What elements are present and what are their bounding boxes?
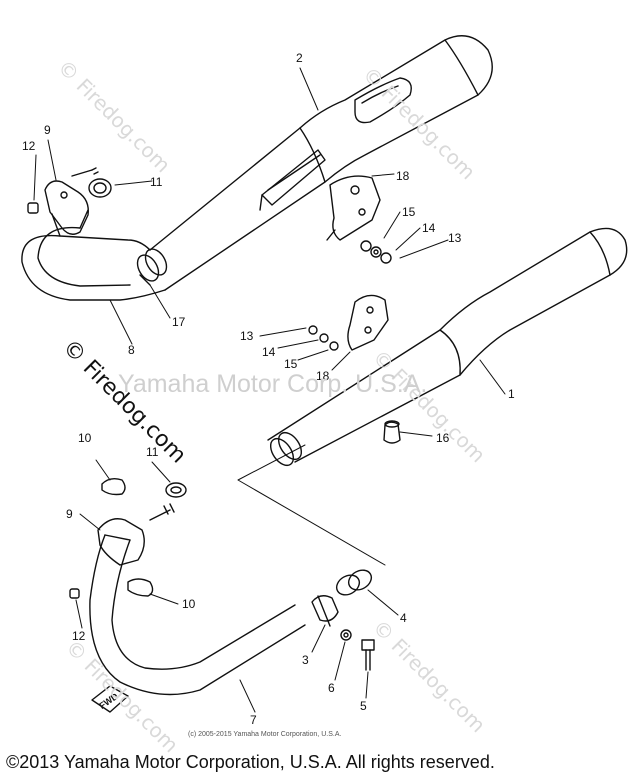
- callout-3: 3: [302, 653, 309, 667]
- callout-11b: 11: [146, 445, 159, 459]
- callout-11: 11: [150, 175, 163, 189]
- upper-bracket: [326, 175, 392, 264]
- upper-nut: [27, 202, 39, 214]
- fwd-arrow: [91, 685, 129, 713]
- callout-13: 13: [448, 231, 462, 245]
- upper-muffler: [21, 35, 493, 301]
- joint-sleeve: [335, 569, 373, 596]
- lower-header-pipe: [89, 534, 306, 696]
- upper-gasket: [88, 178, 112, 198]
- callout-18: 18: [396, 169, 410, 183]
- callout-14: 14: [422, 221, 436, 235]
- callout-7: 7: [250, 713, 257, 727]
- lower-gasket-11: [165, 482, 187, 498]
- callout-13b: 13: [240, 329, 254, 343]
- callout-9: 9: [44, 123, 51, 137]
- callout-8: 8: [128, 343, 135, 357]
- callout-5: 5: [360, 699, 367, 713]
- lower-gasket-10b: [127, 578, 154, 597]
- callout-16: 16: [436, 431, 450, 445]
- callout-4: 4: [400, 611, 407, 625]
- callout-12b: 12: [72, 629, 86, 643]
- callout-1: 1: [508, 387, 515, 401]
- callout-9b: 9: [66, 507, 73, 521]
- callout-15b: 15: [284, 357, 298, 371]
- callout-2: 2: [296, 51, 303, 65]
- callout-14b: 14: [262, 345, 276, 359]
- connection-line: [237, 444, 386, 566]
- callout-17: 17: [172, 315, 186, 329]
- upper-clamp: [136, 248, 168, 286]
- callout-labels: 2 9 12 11 18 15 14 13 17 8 13 14 15 18 1…: [22, 51, 515, 727]
- watermark-yamaha: Yamaha Motor Corp. U.S.A.: [118, 370, 428, 398]
- callout-18b: 18: [316, 369, 330, 383]
- upper-flange: [44, 167, 99, 235]
- joint-clamp: [311, 595, 339, 627]
- washer-6: [340, 629, 352, 641]
- upper-heat-shield: [259, 149, 326, 211]
- bolt-5: [361, 639, 375, 671]
- lower-flange: [97, 503, 175, 566]
- diagram-copyright: (c) 2005-2015 Yamaha Motor Corporation, …: [188, 731, 342, 738]
- callout-10b: 10: [182, 597, 196, 611]
- callout-12: 12: [22, 139, 36, 153]
- lower-gasket-10a: [101, 477, 126, 496]
- callout-10: 10: [78, 431, 92, 445]
- callout-6: 6: [328, 681, 335, 695]
- callout-15: 15: [402, 205, 416, 219]
- lower-bracket: [308, 294, 389, 351]
- lower-nut: [69, 588, 80, 599]
- footer-copyright: ©2013 Yamaha Motor Corporation, U.S.A. A…: [6, 752, 495, 772]
- leader-lines: [33, 67, 506, 713]
- lower-muffler: [267, 227, 628, 467]
